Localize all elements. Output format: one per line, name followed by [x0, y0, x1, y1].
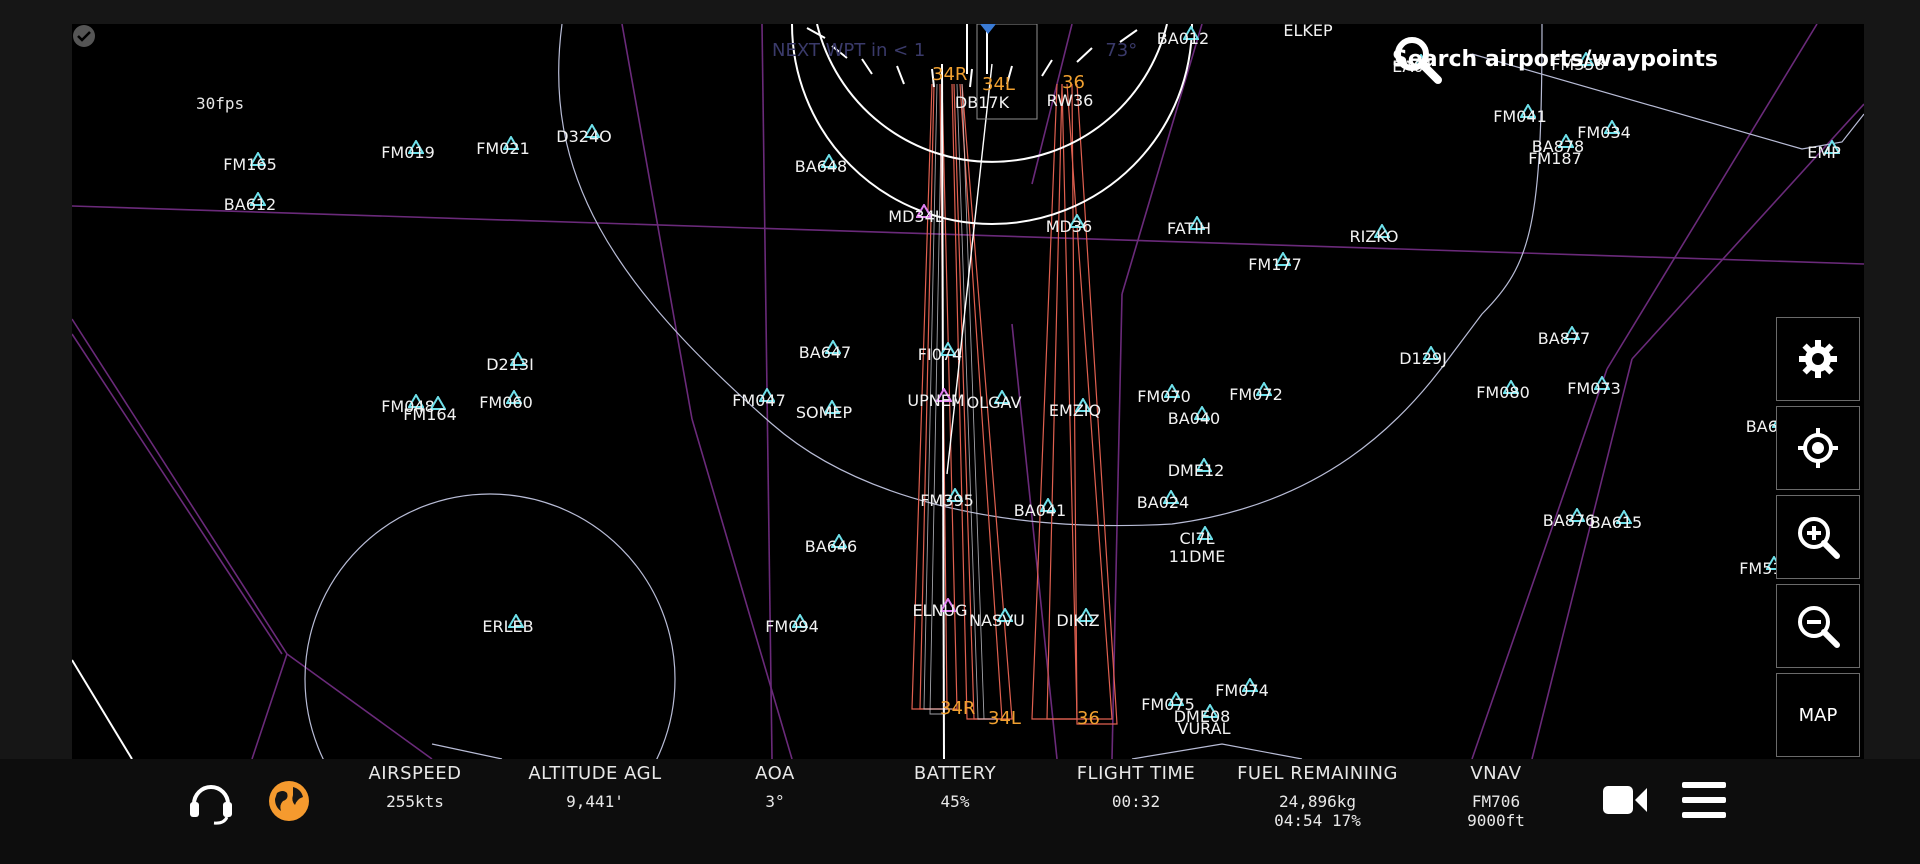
check-icon[interactable] — [72, 24, 96, 48]
map-button-label: MAP — [1798, 704, 1838, 726]
airspeed-stat: AIRSPEED 255kts — [368, 763, 462, 811]
waypoint-icon — [792, 614, 808, 628]
waypoint-icon — [936, 388, 952, 402]
airways — [72, 24, 1864, 759]
recenter-button[interactable] — [1776, 406, 1860, 490]
waypoint-icon — [1604, 120, 1620, 134]
waypoint-icon — [831, 534, 847, 548]
zoom-out-icon — [1798, 606, 1840, 648]
headset-icon[interactable] — [186, 776, 236, 826]
zoom-out-button[interactable] — [1776, 584, 1860, 668]
airspace-boundary — [304, 24, 1864, 759]
waypoint-icon — [1164, 384, 1180, 398]
waypoint-icon — [408, 394, 424, 408]
fuel-stat: FUEL REMAINING 24,896kg 04:54 17% — [1237, 763, 1398, 830]
map-button[interactable]: MAP — [1776, 673, 1860, 757]
runway-label: 34L — [982, 74, 1015, 95]
runway-label: 36 — [1062, 72, 1085, 93]
aoa-stat: AOA 3° — [755, 763, 795, 811]
waypoint-icon — [1578, 52, 1594, 66]
waypoint-icon — [1242, 678, 1258, 692]
waypoint-icon — [1520, 104, 1536, 118]
waypoint-icon — [997, 608, 1013, 622]
waypoint-icon — [1163, 490, 1179, 504]
waypoint-icon — [250, 192, 266, 206]
runway-label: 34R — [932, 64, 968, 85]
waypoint-icon — [821, 154, 837, 168]
waypoint-icon — [1275, 252, 1291, 266]
waypoint-icon — [1078, 608, 1094, 622]
compass-rose — [791, 24, 1193, 225]
fps-counter: 30fps — [196, 94, 245, 113]
waypoint-icon — [1069, 214, 1085, 228]
waypoint-icon — [1558, 134, 1574, 148]
status-bar — [0, 759, 1920, 864]
waypoint-icon — [1189, 216, 1205, 230]
runway-label: 34L — [988, 708, 1021, 729]
waypoint-icon — [1168, 692, 1184, 706]
menu-icon[interactable] — [1680, 780, 1728, 820]
search-bar[interactable]: Search airports/waypoints — [1392, 34, 1718, 84]
crosshair-icon — [1798, 428, 1838, 468]
search-placeholder: Search airports/waypoints — [1392, 46, 1718, 72]
waypoint-icon — [506, 390, 522, 404]
waypoint-icon — [1374, 224, 1390, 238]
vnav-stat: VNAV FM706 9000ft — [1467, 763, 1525, 830]
settings-button[interactable] — [1776, 317, 1860, 401]
waypoint-icon — [1256, 382, 1272, 396]
waypoint-icon — [1616, 510, 1632, 524]
waypoint-icon — [508, 614, 524, 628]
waypoint-icon — [1075, 398, 1091, 412]
altitude-stat: ALTITUDE AGL 9,441' — [528, 763, 662, 811]
zoom-in-icon — [1798, 517, 1840, 559]
globe-icon[interactable] — [267, 779, 311, 823]
waypoint-icon — [584, 124, 600, 138]
waypoint-icon — [1564, 326, 1580, 340]
gear-icon — [1799, 340, 1837, 378]
waypoint-icon — [1569, 508, 1585, 522]
waypoint-icon — [824, 400, 840, 414]
waypoint-icon — [940, 598, 956, 612]
waypoint-icon — [1194, 406, 1210, 420]
waypoint-icon — [1824, 140, 1840, 154]
waypoint-icon — [1594, 376, 1610, 390]
zoom-in-button[interactable] — [1776, 495, 1860, 579]
waypoint-icon — [759, 388, 775, 402]
camera-icon[interactable] — [1601, 780, 1649, 820]
waypoint-icon — [1183, 26, 1199, 40]
waypoint-icon — [1202, 704, 1218, 718]
waypoint-icon — [430, 396, 446, 410]
aircraft-marker — [980, 24, 996, 34]
search-icon — [1395, 37, 1442, 84]
waypoint-icon — [1503, 380, 1519, 394]
waypoint-icon — [825, 340, 841, 354]
waypoint-icon — [503, 136, 519, 150]
waypoint-icon — [1040, 498, 1056, 512]
waypoint-icon — [1197, 526, 1213, 540]
waypoint-icon — [994, 390, 1010, 404]
waypoint-icon — [408, 140, 424, 154]
waypoint-icon — [916, 204, 932, 218]
waypoint-icon — [947, 488, 963, 502]
waypoint-icon — [940, 342, 956, 356]
waypoint-icon — [1423, 346, 1439, 360]
flight-time-stat: FLIGHT TIME 00:32 — [1076, 763, 1196, 811]
battery-stat: BATTERY 45% — [913, 763, 997, 811]
waypoint-icon — [1196, 458, 1212, 472]
runway-label: 36 — [1077, 708, 1100, 729]
waypoint-icon — [250, 152, 266, 166]
waypoint-icon — [510, 352, 526, 366]
runway-label: 34R — [940, 698, 976, 719]
